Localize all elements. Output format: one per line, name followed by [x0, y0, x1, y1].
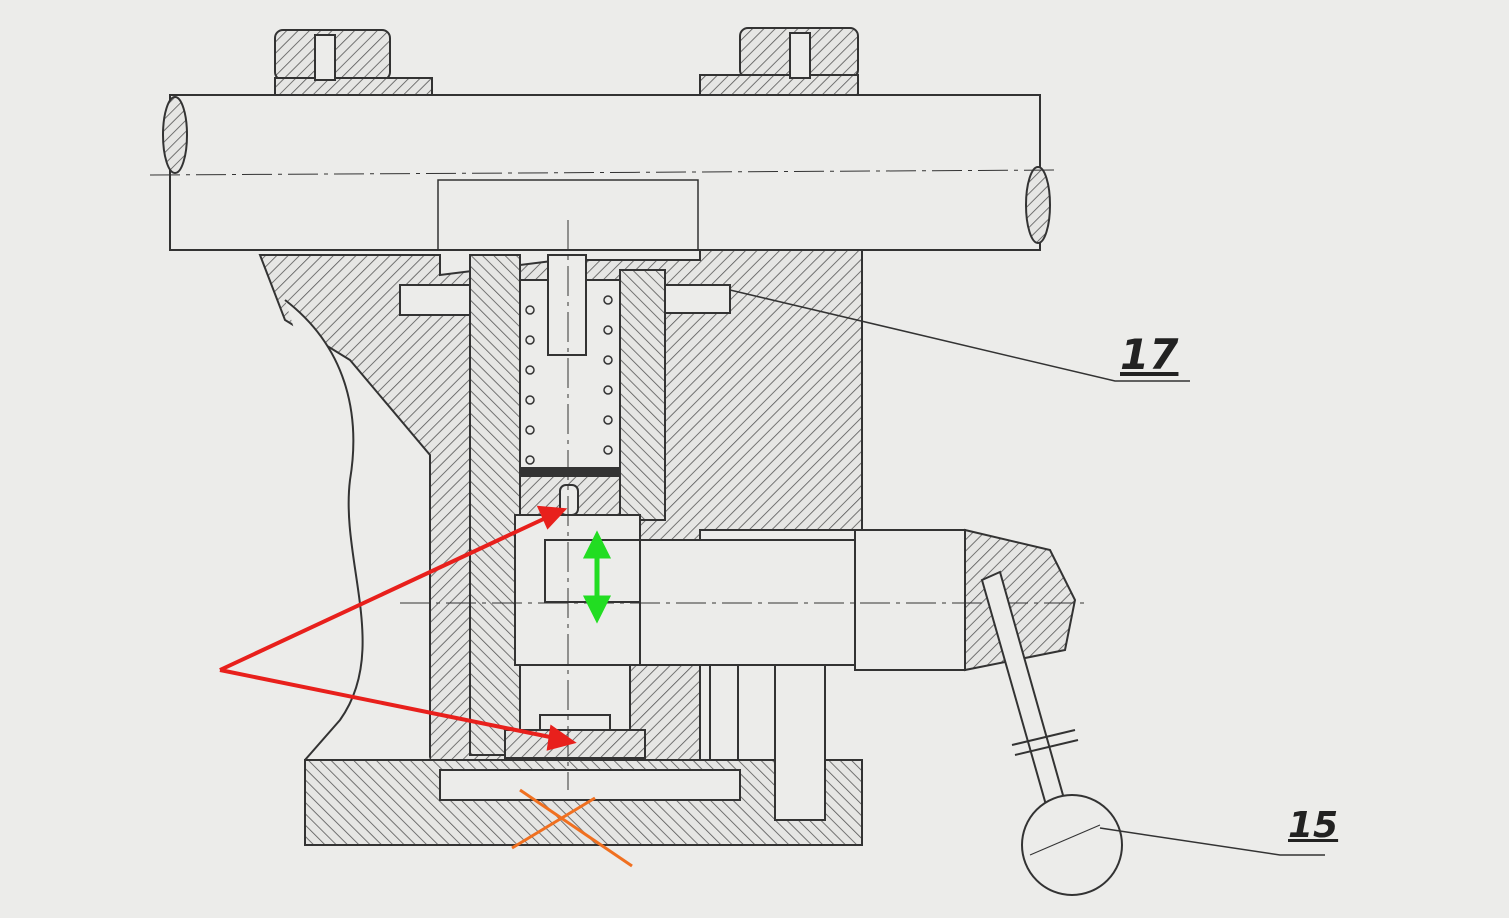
- callout-label-17: 17: [1120, 330, 1179, 379]
- leader-17: [729, 289, 1190, 382]
- housing: [258, 249, 863, 846]
- cross-mark: [511, 788, 633, 868]
- green-double-arrow: [582, 530, 612, 624]
- nut-right: [699, 27, 859, 96]
- leader-15: [1099, 827, 1325, 856]
- handle-lever: [980, 570, 1123, 896]
- callout-label-15: 15: [1288, 805, 1339, 846]
- nut-left: [274, 29, 433, 96]
- cam-shaft: [400, 220, 1085, 790]
- shaft: [149, 94, 1061, 251]
- spring: [525, 295, 613, 465]
- red-arrows: [219, 505, 577, 751]
- handle-ball: [1021, 794, 1123, 896]
